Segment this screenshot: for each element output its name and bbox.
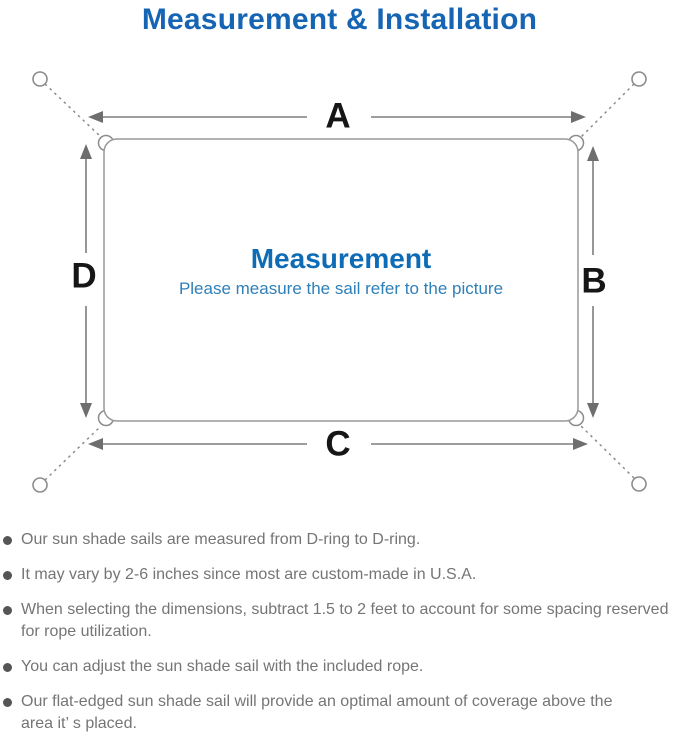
arrow-d-head-up <box>80 144 92 159</box>
anchor-ring-icon-bottom-right <box>631 476 647 492</box>
note-text: Our sun shade sails are measured from D-… <box>21 531 421 548</box>
page-title: Measurement & Installation <box>141 3 538 36</box>
note-item-4: You can adjust the sun shade sail with t… <box>0 656 679 678</box>
note-item-1: Our sun shade sails are measured from D-… <box>0 529 679 551</box>
rope-dashed-line-bottom-left <box>44 425 102 481</box>
note-text: When selecting the dimensions, subtract … <box>21 601 669 640</box>
sail-center-text: Measurement Please measure the sail refe… <box>104 243 578 301</box>
bullet-dot-icon <box>3 536 12 545</box>
rope-dashed-line-top-right <box>580 83 635 138</box>
dimension-label-a: A <box>325 96 351 136</box>
bullet-dot-icon <box>3 606 12 615</box>
arrow-c-head-left <box>88 438 103 450</box>
bullet-dot-icon <box>3 663 12 672</box>
bullet-dot-icon <box>3 698 12 707</box>
arrow-a-head-left <box>88 111 103 123</box>
note-item-5: Our flat-edged sun shade sail will provi… <box>0 691 679 735</box>
note-item-3: When selecting the dimensions, subtract … <box>0 599 679 643</box>
measurement-diagram <box>32 71 647 493</box>
measurement-heading: Measurement <box>250 243 432 274</box>
rope-dashed-line-top-left <box>44 83 102 138</box>
rope-dashed-line-bottom-right <box>580 425 635 479</box>
anchor-ring-icon-bottom-left <box>32 477 48 493</box>
dimension-label-c: C <box>325 424 351 464</box>
note-text: It may vary by 2-6 inches since most are… <box>21 566 477 583</box>
dimension-label-d: D <box>71 256 97 296</box>
anchor-ring-icon-top-left <box>32 71 48 87</box>
arrow-c-head-right <box>573 438 588 450</box>
dimension-label-b: B <box>581 261 607 301</box>
note-text: You can adjust the sun shade sail with t… <box>21 658 424 675</box>
bullet-dot-icon <box>3 571 12 580</box>
anchor-ring-icon-top-right <box>631 71 647 87</box>
arrow-b-head-up <box>587 146 599 161</box>
sail-outline <box>103 138 579 422</box>
arrow-d-head-down <box>80 403 92 418</box>
notes-list: Our sun shade sails are measured from D-… <box>0 529 679 748</box>
note-text: Our flat-edged sun shade sail will provi… <box>21 693 613 732</box>
arrow-a-head-right <box>571 111 586 123</box>
measurement-subtitle: Please measure the sail refer to the pic… <box>178 279 504 298</box>
note-item-2: It may vary by 2-6 inches since most are… <box>0 564 679 586</box>
arrow-b-head-down <box>587 403 599 418</box>
